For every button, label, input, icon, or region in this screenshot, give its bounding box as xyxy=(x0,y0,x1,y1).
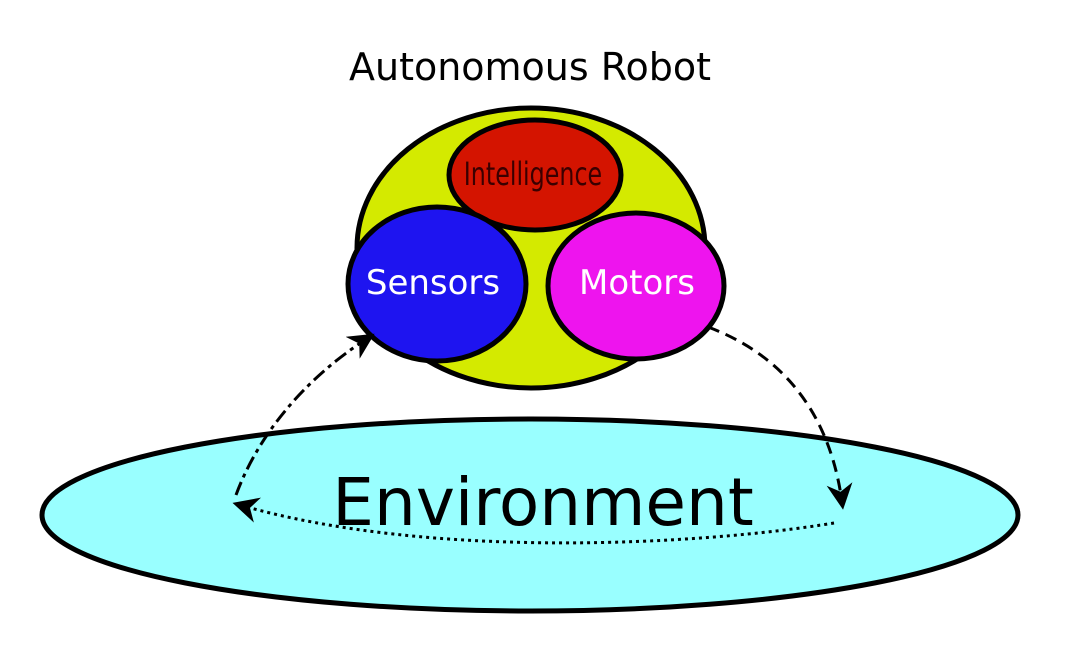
diagram-title: Autonomous Robot xyxy=(349,45,711,89)
sensors-ellipse xyxy=(345,204,529,364)
intelligence-ellipse xyxy=(446,117,624,233)
environment-to-sensors-arrow xyxy=(234,333,375,496)
environment-label: Environment xyxy=(332,464,753,541)
motors-label: Motors xyxy=(579,263,695,303)
motors-ellipse xyxy=(545,210,727,362)
motors-to-environment-arrow xyxy=(707,325,853,510)
environment-loop-arrow xyxy=(232,497,835,545)
environment-ellipse xyxy=(39,416,1021,614)
intelligence-label: Intelligence xyxy=(464,155,602,193)
sensors-label: Sensors xyxy=(366,263,500,303)
